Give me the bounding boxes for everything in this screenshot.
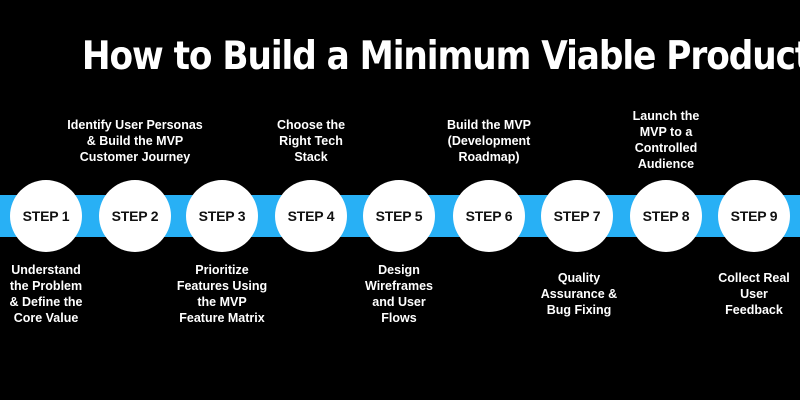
step-description-6: Build the MVP (Development Roadmap) xyxy=(446,118,532,164)
step-circle-9: STEP 9 xyxy=(718,180,790,252)
step-description-8: Launch the MVP to a Controlled Audience xyxy=(632,109,700,171)
step-description-1: Understand the Problem & Define the Core… xyxy=(9,263,83,325)
step-description-2: Identify User Personas & Build the MVP C… xyxy=(67,118,203,164)
step-label: STEP 3 xyxy=(198,208,246,224)
page-title: How to Build a Minimum Viable Product xyxy=(81,34,800,79)
step-label: STEP 9 xyxy=(730,208,778,224)
step-circle-8: STEP 8 xyxy=(630,180,702,252)
step-description-9: Collect Real User Feedback xyxy=(718,271,790,317)
step-label: STEP 7 xyxy=(553,208,601,224)
step-description-7: Quality Assurance & Bug Fixing xyxy=(540,271,618,317)
step-label: STEP 5 xyxy=(375,208,423,224)
step-circle-2: STEP 2 xyxy=(99,180,171,252)
step-circle-7: STEP 7 xyxy=(541,180,613,252)
step-circle-6: STEP 6 xyxy=(453,180,525,252)
step-description-3: Prioritize Features Using the MVP Featur… xyxy=(176,263,268,325)
step-circle-1: STEP 1 xyxy=(10,180,82,252)
step-label: STEP 6 xyxy=(465,208,513,224)
step-circle-5: STEP 5 xyxy=(363,180,435,252)
step-label: STEP 2 xyxy=(111,208,159,224)
step-description-5: Design Wireframes and User Flows xyxy=(365,263,433,325)
step-label: STEP 1 xyxy=(22,208,70,224)
step-label: STEP 4 xyxy=(287,208,335,224)
step-circle-3: STEP 3 xyxy=(186,180,258,252)
step-circle-4: STEP 4 xyxy=(275,180,347,252)
step-label: STEP 8 xyxy=(642,208,690,224)
step-description-4: Choose the Right Tech Stack xyxy=(276,118,346,164)
